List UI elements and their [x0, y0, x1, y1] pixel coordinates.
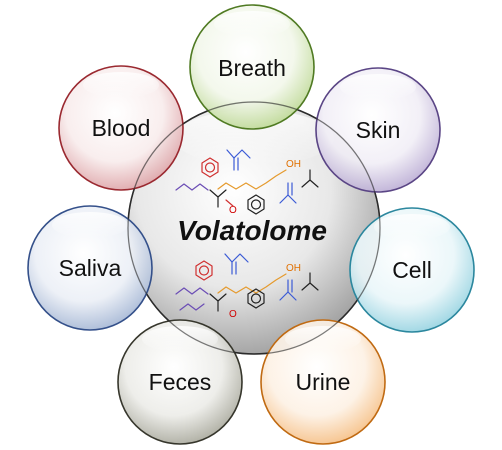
source-label-feces: Feces: [149, 369, 212, 395]
center-sphere: [127, 101, 381, 355]
source-label-blood: Blood: [92, 115, 151, 141]
source-node-breath: Breath: [189, 4, 315, 130]
center-sphere-outline: [127, 101, 381, 355]
source-label-skin: Skin: [356, 117, 401, 143]
source-node-cell: Cell: [349, 207, 475, 333]
source-node-blood: Blood: [58, 65, 184, 191]
oh-label-bottom: OH: [286, 263, 301, 274]
center-label: Volatolome: [177, 215, 327, 246]
oh-label-top: OH: [286, 159, 301, 170]
molecule-structures-top: [175, 149, 319, 215]
o-label-top: O: [229, 205, 237, 216]
molecule-structures-bottom: [175, 253, 319, 312]
source-label-saliva: Saliva: [59, 255, 122, 281]
source-node-feces: Feces: [117, 319, 243, 445]
source-label-urine: Urine: [296, 369, 351, 395]
o-label-bottom: O: [229, 309, 237, 320]
source-node-skin: Skin: [315, 67, 441, 193]
source-label-breath: Breath: [218, 55, 286, 81]
source-node-saliva: Saliva: [27, 205, 153, 331]
source-node-urine: Urine: [260, 319, 386, 445]
source-label-cell: Cell: [392, 257, 432, 283]
